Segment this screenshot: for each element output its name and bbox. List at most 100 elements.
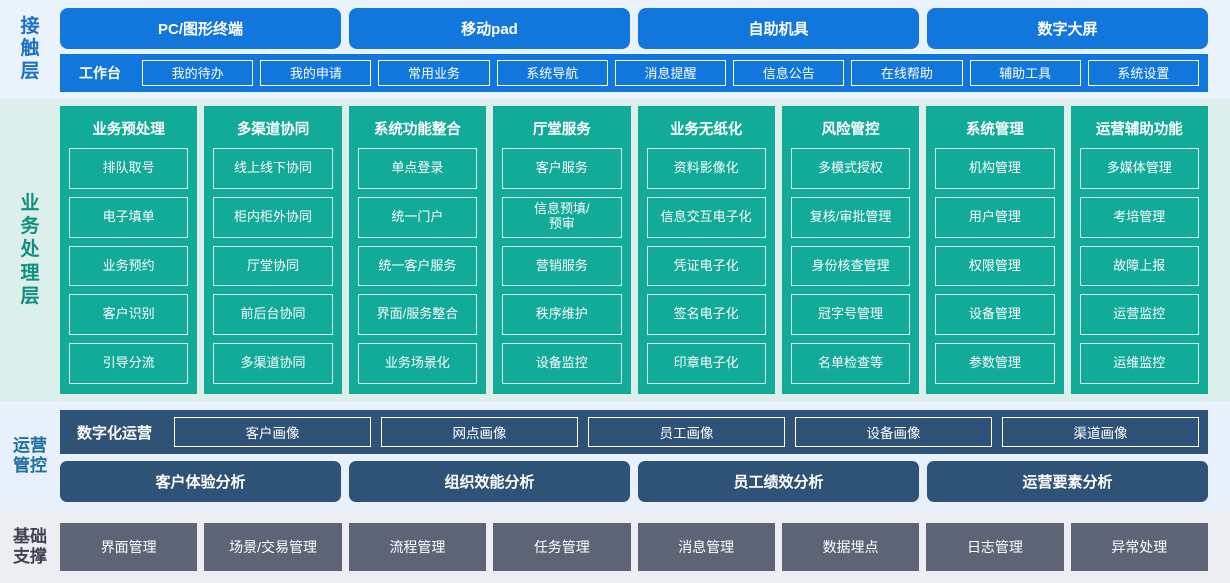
operations-layer-label-row: 运营 [13,435,47,455]
business-columns: 业务预处理 排队取号 电子填单 业务预约 客户识别 引导分流 多渠道协同 线上线… [60,106,1230,394]
analysis-customer-experience[interactable]: 客户体验分析 [60,461,341,502]
business-item[interactable]: 营销服务 [502,245,622,287]
business-item[interactable]: 客户服务 [502,148,622,189]
business-item[interactable]: 电子填单 [69,196,189,238]
business-item[interactable]: 运维监控 [1079,343,1199,384]
column-items: 排队取号 电子填单 业务预约 客户识别 引导分流 [69,148,189,384]
workbench-item-my-todo[interactable]: 我的待办 [142,59,254,86]
business-item[interactable]: 考培管理 [1079,196,1199,238]
business-item[interactable]: 线上线下协同 [213,148,333,189]
contact-layer-label-char: 接 [20,15,40,37]
base-support-items: 界面管理 场景/交易管理 流程管理 任务管理 消息管理 数据埋点 日志管理 异常… [60,523,1230,571]
business-item[interactable]: 机构管理 [935,148,1055,189]
base-item-scene-transaction[interactable]: 场景/交易管理 [204,523,342,571]
business-item[interactable]: 界面/服务整合 [357,294,478,336]
business-layer-label-char: 理 [20,262,40,284]
business-item[interactable]: 冠字号管理 [790,294,911,336]
business-item[interactable]: 柜内柜外协同 [213,196,333,238]
business-item[interactable]: 业务预约 [69,245,189,287]
business-item[interactable]: 资料影像化 [646,148,766,189]
workbench-title: 工作台 [79,64,121,81]
business-item[interactable]: 用户管理 [935,196,1055,238]
base-item-task-management[interactable]: 任务管理 [493,523,631,571]
business-item[interactable]: 引导分流 [69,343,189,384]
business-item[interactable]: 印章电子化 [646,343,766,384]
workbench-item-system-settings[interactable]: 系统设置 [1087,59,1199,86]
business-item[interactable]: 设备管理 [935,294,1055,336]
business-item[interactable]: 排队取号 [69,148,189,189]
workbench-item-message-alert[interactable]: 消息提醒 [614,59,727,86]
channel-mobile-pad[interactable]: 移动pad [349,7,630,49]
business-item[interactable]: 多媒体管理 [1079,148,1199,189]
column-items: 多模式授权 复核/审批管理 身份核查管理 冠字号管理 名单检查等 [790,148,911,384]
business-layer-label-char: 层 [20,285,40,307]
business-item[interactable]: 前后台协同 [213,294,333,336]
business-item[interactable]: 多模式授权 [790,148,911,189]
business-item[interactable]: 凭证电子化 [646,245,766,287]
base-item-log-management[interactable]: 日志管理 [926,523,1064,571]
column-items: 资料影像化 信息交互电子化 凭证电子化 签名电子化 印章电子化 [646,148,766,384]
analysis-row: 客户体验分析 组织效能分析 员工绩效分析 运营要素分析 [60,461,1208,502]
business-layer-label-char: 务 [20,216,40,238]
business-item[interactable]: 故障上报 [1079,245,1199,287]
business-item[interactable]: 签名电子化 [646,294,766,336]
operations-layer-label-text: 运营 管控 [13,436,47,477]
workbench-item-my-application[interactable]: 我的申请 [260,59,372,86]
contact-layer-section: 接 触 层 PC/图形终端 移动pad 自助机具 数字大屏 工作台 我的待办 我… [0,0,1230,99]
base-support-layer-section: 基础 支撑 界面管理 场景/交易管理 流程管理 任务管理 消息管理 数据埋点 日… [0,511,1230,583]
business-item[interactable]: 单点登录 [357,148,478,189]
business-item[interactable]: 运营监控 [1079,294,1199,336]
business-item[interactable]: 客户识别 [69,294,189,336]
channel-self-service[interactable]: 自助机具 [638,7,919,49]
business-item[interactable]: 权限管理 [935,245,1055,287]
portrait-branch[interactable]: 网点画像 [381,417,579,447]
business-item[interactable]: 统一门户 [357,196,478,238]
channel-pc-terminal[interactable]: PC/图形终端 [60,7,341,49]
business-item[interactable]: 名单检查等 [790,343,911,384]
workbench-item-common-business[interactable]: 常用业务 [378,59,490,86]
operations-layer-body: 数字化运营 客户画像 网点画像 员工画像 设备画像 渠道画像 客户体验分析 组织… [60,410,1230,502]
business-item[interactable]: 复核/审批管理 [790,196,911,238]
base-item-ui-management[interactable]: 界面管理 [60,523,198,571]
column-items: 客户服务 信息预填/ 预审 营销服务 秩序维护 设备监控 [502,148,622,384]
channel-digital-screen[interactable]: 数字大屏 [927,7,1208,49]
column-title: 多渠道协同 [236,122,310,138]
business-item[interactable]: 信息交互电子化 [646,196,766,238]
analysis-employee-performance[interactable]: 员工绩效分析 [638,461,919,502]
business-item[interactable]: 厅堂协同 [213,245,333,287]
business-layer-label-text: 业 务 处 理 层 [20,192,39,308]
column-items: 多媒体管理 考培管理 故障上报 运营监控 运维监控 [1079,148,1199,384]
column-title: 系统管理 [965,122,1024,138]
portrait-employee[interactable]: 员工画像 [588,417,786,447]
column-title: 风险管控 [821,122,880,138]
base-item-process-management[interactable]: 流程管理 [348,523,487,571]
business-layer-label-char: 业 [20,193,40,215]
portrait-customer[interactable]: 客户画像 [174,417,372,447]
workbench-item-system-nav[interactable]: 系统导航 [496,59,608,86]
business-item[interactable]: 秩序维护 [502,294,622,336]
channel-row: PC/图形终端 移动pad 自助机具 数字大屏 [60,7,1208,49]
business-column-preprocessing: 业务预处理 排队取号 电子填单 业务预约 客户识别 引导分流 [60,106,198,394]
base-item-exception-handling[interactable]: 异常处理 [1070,523,1208,571]
base-item-data-tracking[interactable]: 数据埋点 [781,523,920,571]
business-item[interactable]: 信息预填/ 预审 [502,196,622,238]
analysis-operation-factors[interactable]: 运营要素分析 [927,461,1208,502]
business-column-operation-aux: 运营辅助功能 多媒体管理 考培管理 故障上报 运营监控 运维监控 [1070,106,1208,394]
column-items: 线上线下协同 柜内柜外协同 厅堂协同 前后台协同 多渠道协同 [213,148,333,384]
business-item[interactable]: 统一客户服务 [357,245,478,287]
base-item-message-management[interactable]: 消息管理 [637,523,775,571]
portrait-device[interactable]: 设备画像 [795,417,993,447]
portrait-channel[interactable]: 渠道画像 [1002,417,1200,447]
analysis-org-efficiency[interactable]: 组织效能分析 [349,461,630,502]
business-item[interactable]: 业务场景化 [357,343,478,384]
business-item[interactable]: 多渠道协同 [213,343,333,384]
business-item[interactable]: 身份核查管理 [790,245,911,287]
workbench-item-online-help[interactable]: 在线帮助 [851,59,963,86]
workbench-item-aux-tools[interactable]: 辅助工具 [969,59,1081,86]
contact-layer-label-text: 接 触 层 [20,16,39,83]
workbench-item-announcement[interactable]: 信息公告 [733,59,845,86]
business-item[interactable]: 设备监控 [502,343,622,384]
business-item[interactable]: 参数管理 [935,343,1055,384]
column-items: 机构管理 用户管理 权限管理 设备管理 参数管理 [935,148,1055,384]
